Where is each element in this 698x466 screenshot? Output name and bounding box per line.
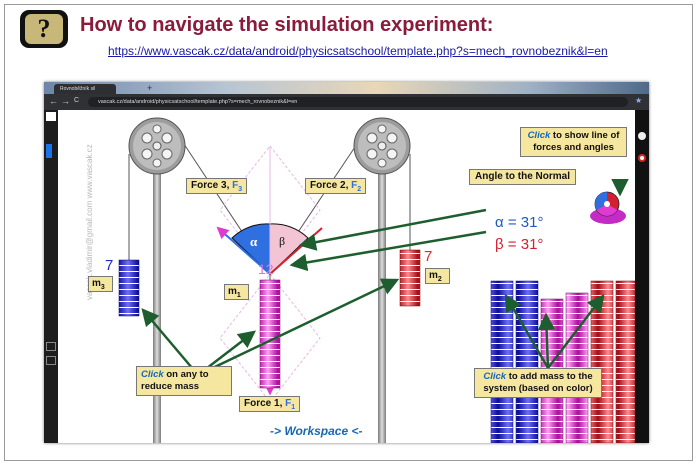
force-3-vector xyxy=(216,226,271,275)
side-blue-tab[interactable] xyxy=(46,144,52,158)
new-tab-button[interactable]: + xyxy=(147,83,153,93)
arrow-to-m2 xyxy=(197,278,400,377)
m1-label: m1 xyxy=(224,284,249,300)
supply-blue-stack-2[interactable] xyxy=(515,280,539,443)
reload-icon[interactable]: C xyxy=(74,97,80,104)
beta-angle-wedge xyxy=(269,223,309,276)
mass-m2-stack[interactable] xyxy=(399,249,421,307)
mass-m3-stack[interactable] xyxy=(118,259,140,317)
simulation-scene: vascak.vladimir@gmail.com www.vascak.cz xyxy=(85,117,635,443)
arrow-to-blue-supply xyxy=(504,293,550,369)
slide-frame xyxy=(4,4,693,461)
alpha-readout: α = 31° xyxy=(495,214,543,231)
beta-symbol: β xyxy=(279,234,285,248)
m3-count: 7 xyxy=(105,257,113,274)
browser-toolbar: ← → C vascak.cz/data/android/physicsatsc… xyxy=(44,94,649,110)
side-control-2[interactable] xyxy=(46,356,56,365)
browser-tab-bar: Rovnoběžník sil + xyxy=(44,82,649,94)
arrow-to-beta xyxy=(289,230,487,272)
m2-label: m2 xyxy=(425,268,450,284)
force-1-label: Force 1, F1 xyxy=(239,396,301,412)
supply-red-stack-2[interactable] xyxy=(615,280,635,443)
arrow-to-red-supply xyxy=(547,294,605,369)
right-pulley xyxy=(353,117,411,175)
lines-toggle-note: Click to show line of forces and angles xyxy=(520,127,627,157)
browser-frame-background xyxy=(44,82,649,94)
add-mass-note: Click to add mass to the system (based o… xyxy=(474,368,602,398)
m2-count: 7 xyxy=(424,248,432,265)
reduce-mass-note: Click on any to reduce mass xyxy=(136,366,232,396)
back-arrow-icon[interactable]: ← xyxy=(49,96,58,106)
alpha-symbol: α xyxy=(250,234,258,249)
arrow-to-magenta-supply xyxy=(537,312,556,369)
arrow-to-m3 xyxy=(141,308,199,376)
browser-tab[interactable]: Rovnoběžník sil xyxy=(54,84,116,94)
left-pulley xyxy=(128,117,186,175)
browser-screenshot: Rovnoběžník sil + ← → C vascak.cz/data/a… xyxy=(44,82,649,443)
help-question-icon: ? xyxy=(20,10,68,48)
arrow-to-alpha xyxy=(298,208,487,251)
simulation-viewport: vascak.vladimir@gmail.com www.vascak.cz xyxy=(44,110,649,443)
center-value: 12 xyxy=(258,261,274,277)
beta-readout: β = 31° xyxy=(495,236,543,253)
side-tab-icon[interactable] xyxy=(46,112,56,121)
supply-blue-stack-1[interactable] xyxy=(490,280,514,443)
lines-toggle-button[interactable] xyxy=(590,191,626,224)
left-side-panel xyxy=(44,110,58,443)
workspace-label: -> Workspace <- xyxy=(270,424,363,438)
watermark-text: vascak.vladimir@gmail.com www.vascak.cz xyxy=(85,144,94,300)
side-stop-icon[interactable] xyxy=(638,154,646,162)
supply-red-stack-1[interactable] xyxy=(590,280,614,443)
left-pole xyxy=(153,146,161,443)
side-control-1[interactable] xyxy=(46,342,56,351)
force-3-label: Force 3, F3 xyxy=(186,178,248,194)
bookmark-star-icon[interactable]: ★ xyxy=(635,96,643,105)
side-person-icon[interactable] xyxy=(638,132,646,140)
address-bar[interactable]: vascak.cz/data/android/physicsatschool/t… xyxy=(88,97,628,107)
right-side-panel xyxy=(635,110,649,443)
page-title: How to navigate the simulation experimen… xyxy=(80,14,494,36)
force-2-label: Force 2, F2 xyxy=(305,178,367,194)
help-glyph: ? xyxy=(25,14,63,44)
forward-arrow-icon[interactable]: → xyxy=(61,96,70,106)
simulation-url-link[interactable]: https://www.vascak.cz/data/android/physi… xyxy=(108,44,608,58)
angle-to-normal-label: Angle to the Normal xyxy=(469,169,577,185)
mass-m1-stack[interactable] xyxy=(259,279,281,389)
m3-label: m3 xyxy=(88,276,113,292)
right-pole xyxy=(378,146,386,443)
